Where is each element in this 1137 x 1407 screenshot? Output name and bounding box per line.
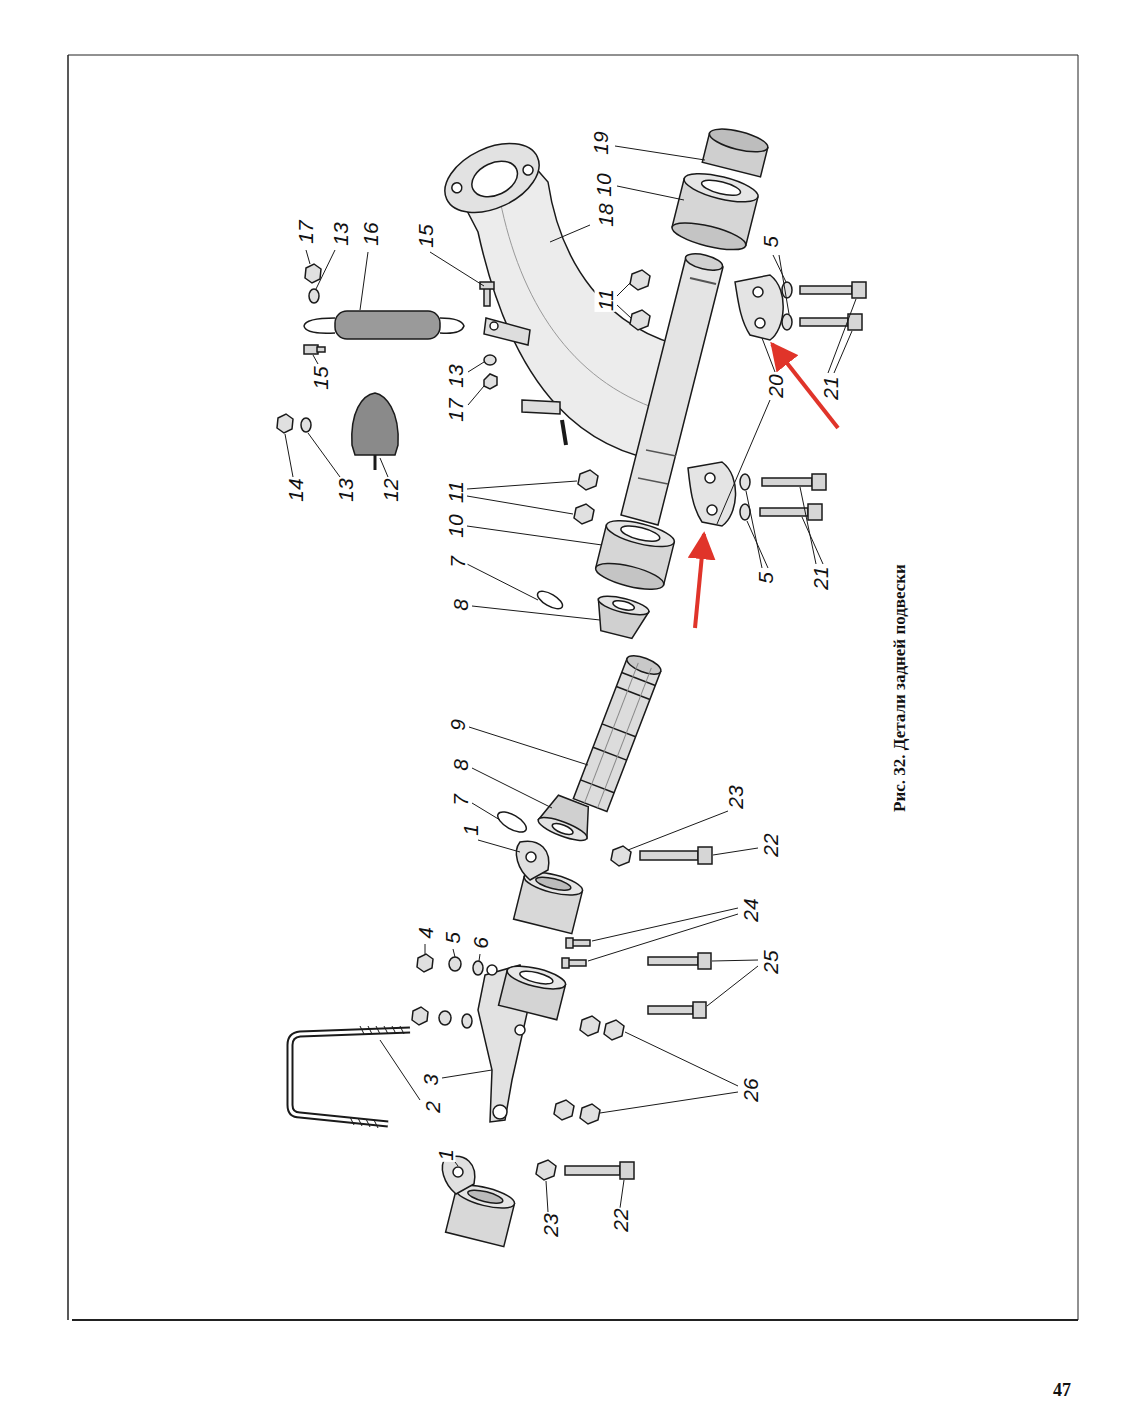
callout-number: 20	[765, 373, 786, 398]
callout-number: 21	[820, 375, 841, 400]
callout-number: 15	[415, 223, 436, 248]
callout-number: 23	[725, 784, 746, 809]
callout-number: 18	[595, 202, 616, 227]
leader-lines	[285, 146, 856, 1212]
callout-number: 17	[295, 219, 316, 244]
bushings	[495, 124, 770, 844]
rubber-parts	[304, 311, 464, 470]
page-number: 47	[1052, 1381, 1072, 1399]
callout-number: 10	[593, 172, 614, 197]
callout-number: 6	[470, 936, 491, 950]
levers	[442, 841, 584, 1246]
callout-number: 22	[760, 832, 781, 857]
callout-number: 13	[335, 477, 356, 502]
callout-number: 3	[420, 1073, 441, 1087]
red-arrows	[695, 344, 838, 628]
callout-number: 1	[435, 1148, 456, 1162]
figure-caption: Рис. 32. Детали задней подвески	[890, 564, 910, 812]
callout-number: 14	[285, 477, 306, 502]
callout-number: 17	[445, 397, 466, 422]
callout-number: 13	[445, 363, 466, 388]
callout-number: 26	[740, 1077, 761, 1102]
callout-number: 13	[330, 221, 351, 246]
callout-number: 4	[415, 926, 436, 940]
callout-number: 9	[447, 718, 468, 732]
callout-number: 21	[810, 565, 831, 590]
callout-number: 7	[450, 793, 471, 807]
callout-number: 5	[760, 235, 781, 249]
nuts-washers	[277, 264, 792, 1180]
callout-number: 22	[610, 1207, 631, 1232]
page-frame	[68, 55, 1078, 1320]
splined-shaft	[573, 652, 663, 811]
callout-number: 19	[590, 130, 611, 155]
callout-number: 2	[422, 1100, 443, 1114]
callout-number: 5	[442, 931, 463, 945]
bolts	[304, 282, 866, 1179]
callout-number: 10	[445, 513, 466, 538]
callout-number: 11	[445, 480, 466, 504]
callout-number: 24	[740, 897, 761, 922]
u-bolt	[290, 1026, 410, 1128]
callout-number: 8	[450, 598, 471, 612]
callout-number: 8	[450, 758, 471, 772]
clamps	[688, 275, 783, 526]
callout-number: 11	[595, 288, 616, 312]
callout-number: 15	[310, 365, 331, 390]
callout-number: 5	[755, 571, 776, 585]
bracket	[478, 962, 568, 1122]
callout-number: 25	[760, 949, 781, 974]
swing-arm	[434, 130, 724, 525]
callout-number: 12	[380, 477, 401, 502]
callout-number: 1	[460, 823, 481, 837]
callout-number: 7	[447, 555, 468, 569]
callout-number: 16	[360, 221, 381, 246]
callout-number: 23	[540, 1212, 561, 1237]
